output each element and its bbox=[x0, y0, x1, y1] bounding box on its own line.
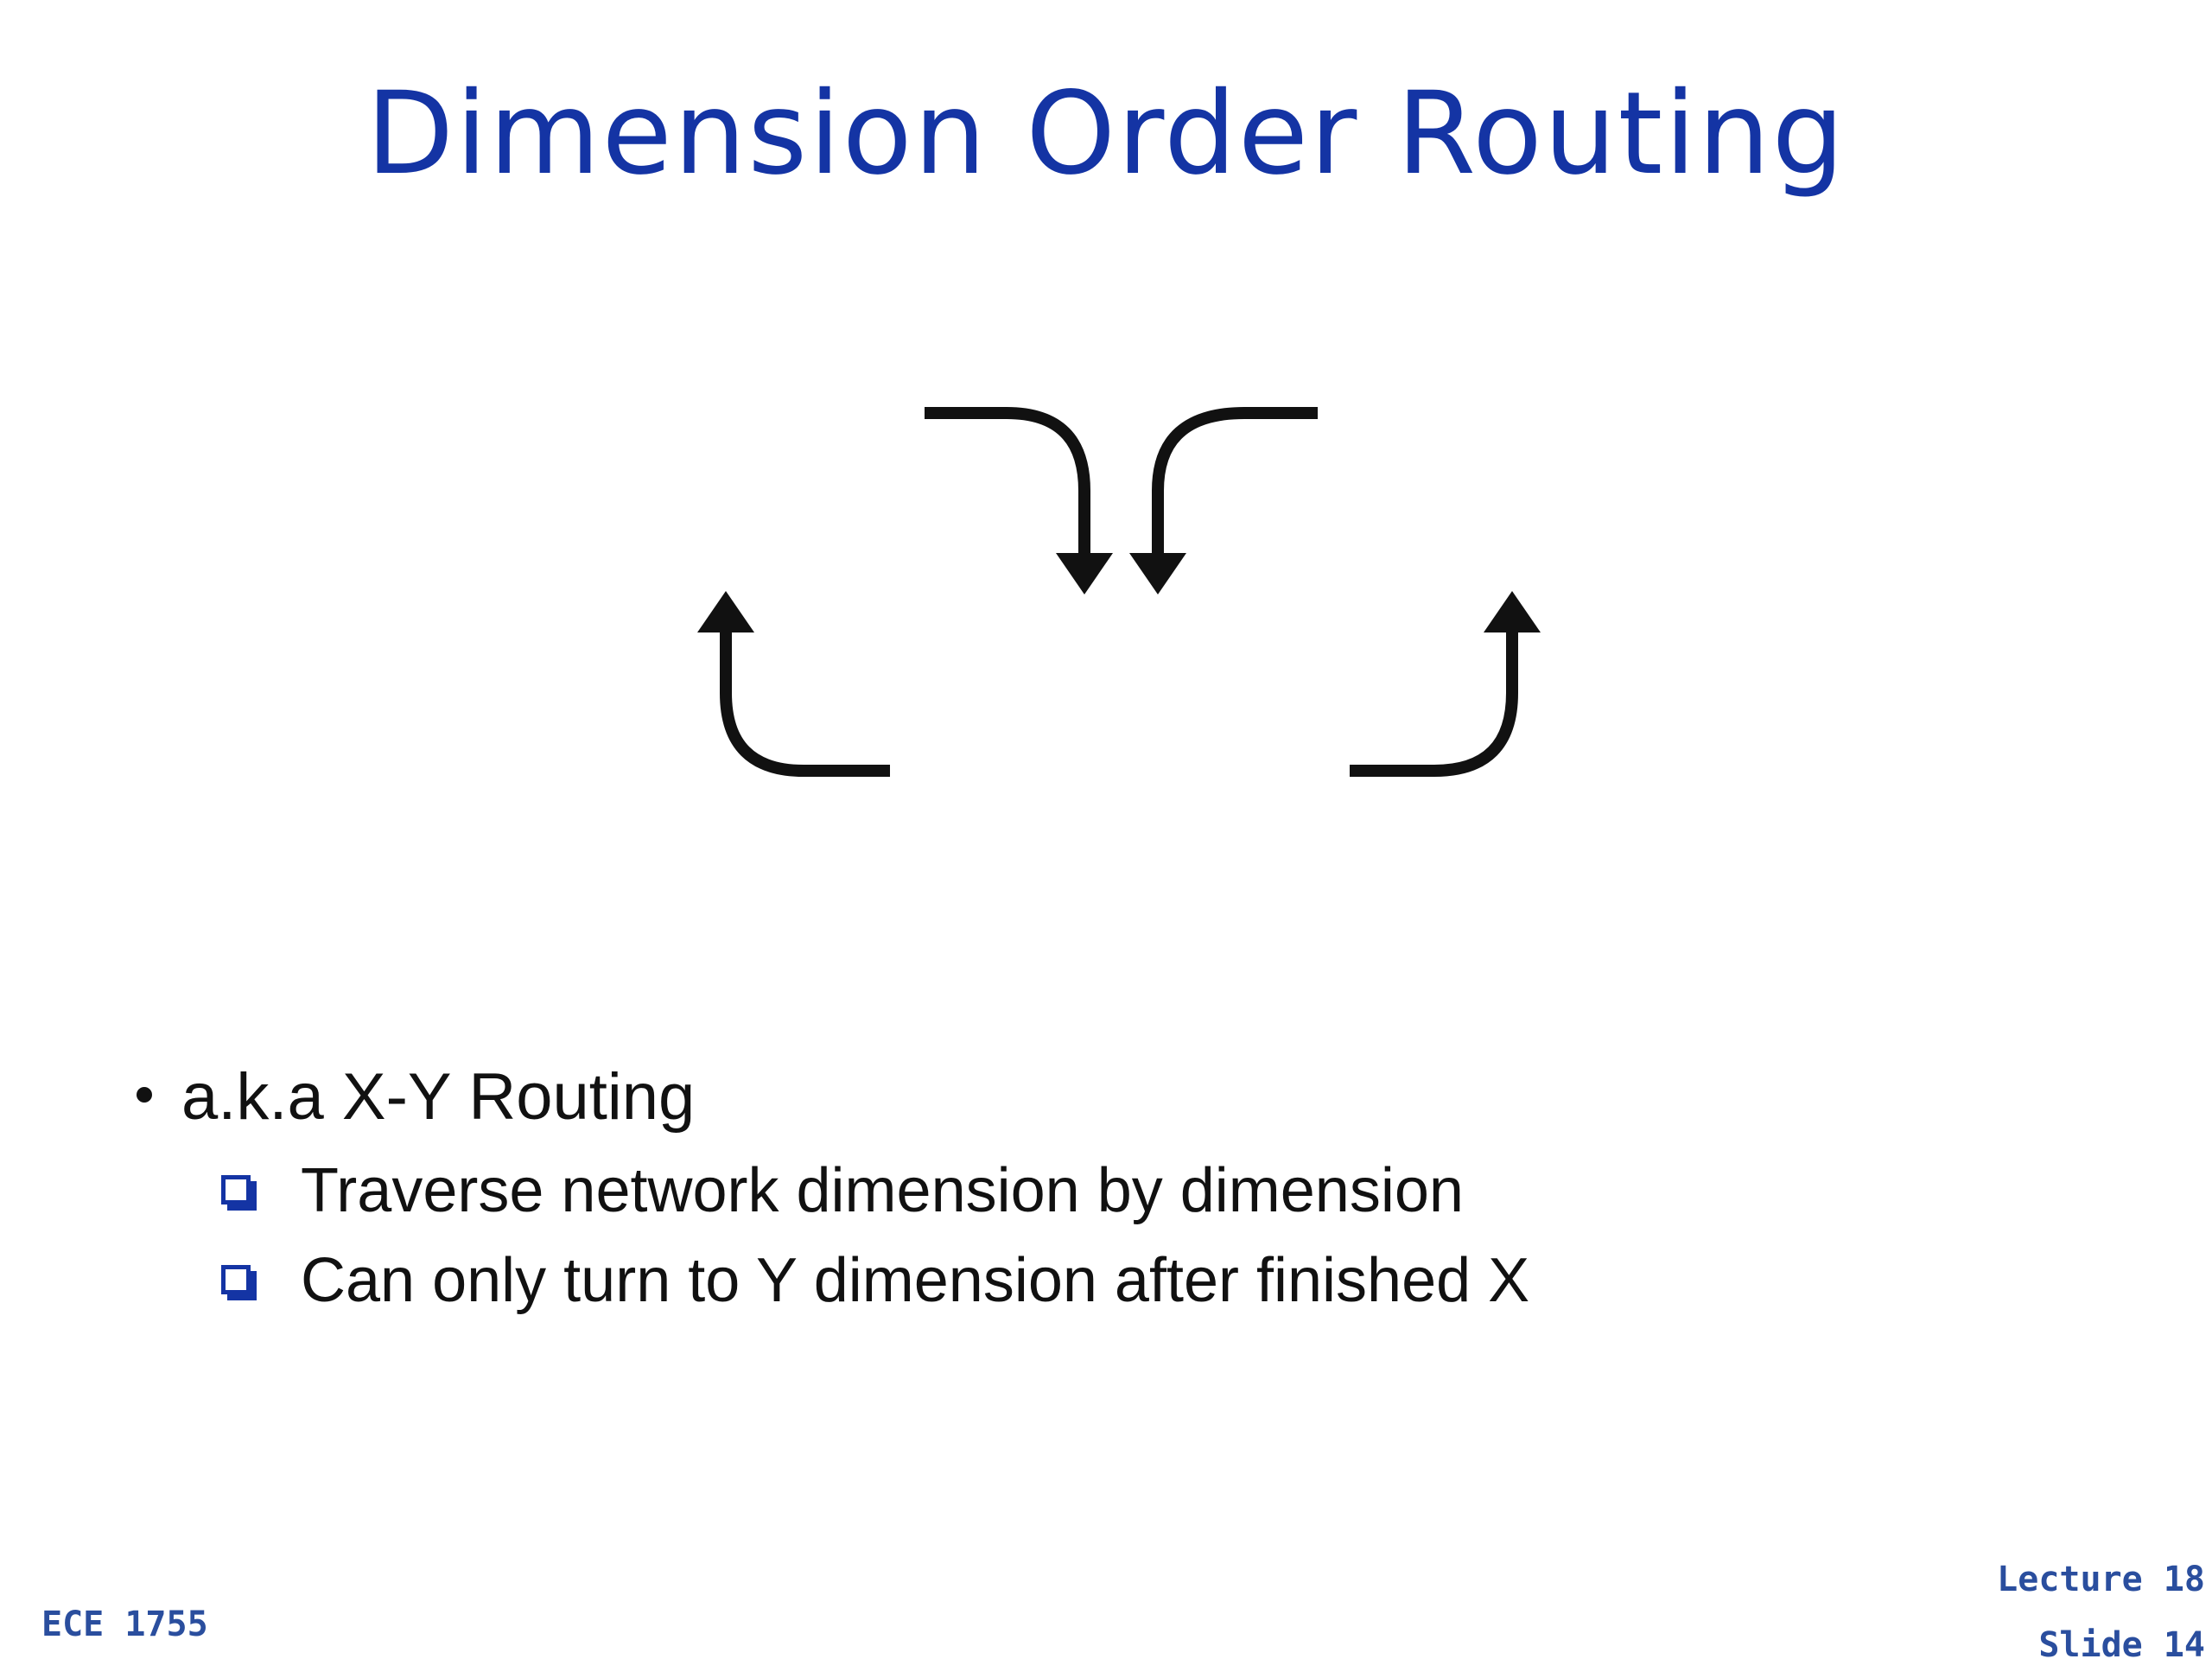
shadowed-box-bullet-icon bbox=[221, 1175, 257, 1211]
footer-lecture: Lecture 18 bbox=[1997, 1560, 2205, 1599]
footer-course: ECE 1755 bbox=[41, 1605, 208, 1644]
shadowed-box-bullet-icon bbox=[221, 1265, 257, 1300]
left-then-down-arrow-icon bbox=[1129, 407, 1318, 594]
bullet-item: a.k.a X-Y Routing bbox=[130, 1054, 2117, 1141]
bullet-dot-icon bbox=[137, 1087, 152, 1103]
left-then-up-arrow-icon bbox=[697, 591, 890, 777]
bullet-list: a.k.a X-Y Routing Traverse network dimen… bbox=[130, 1054, 2117, 1325]
right-then-down-arrow-icon bbox=[925, 407, 1113, 594]
sub-bullet-text: Can only turn to Y dimension after finis… bbox=[301, 1246, 1530, 1315]
turn-arrows-diagram: .arr { fill: none; stroke: #111111; stro… bbox=[697, 407, 1541, 777]
sub-bullet-text: Traverse network dimension by dimension bbox=[301, 1156, 1464, 1225]
sub-bullet-list: Traverse network dimension by dimension … bbox=[130, 1146, 2117, 1325]
bullet-text: a.k.a X-Y Routing bbox=[181, 1060, 696, 1134]
slide-title: Dimension Order Routing bbox=[365, 67, 1847, 200]
right-then-up-arrow-icon bbox=[1350, 591, 1541, 777]
sub-bullet-item: Can only turn to Y dimension after finis… bbox=[130, 1236, 2117, 1325]
sub-bullet-item: Traverse network dimension by dimension bbox=[130, 1146, 2117, 1236]
footer-slide-number: Slide 14 bbox=[2038, 1625, 2205, 1665]
footer-lecture-info: Lecture 18 Slide 14 bbox=[1997, 1547, 2205, 1678]
